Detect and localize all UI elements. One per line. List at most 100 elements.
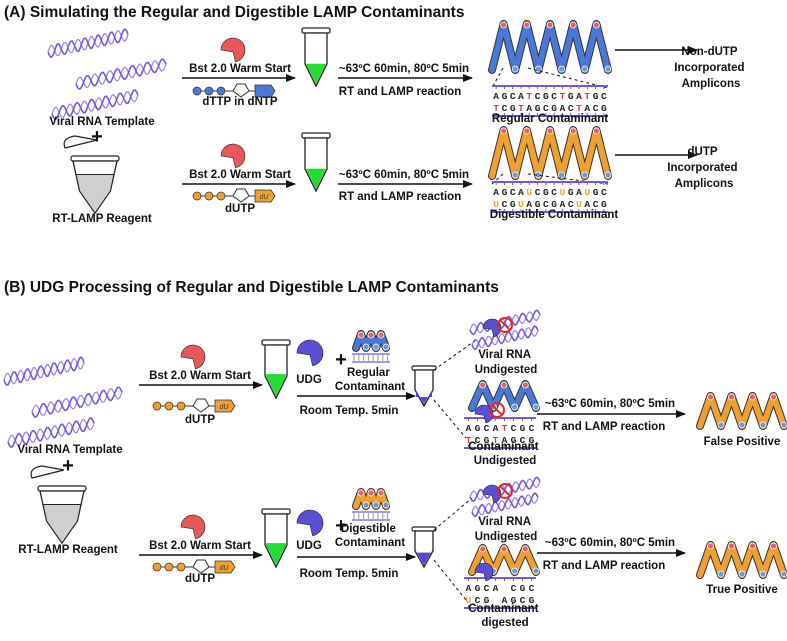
loop-end <box>759 421 767 429</box>
sugar-pentagon <box>232 188 250 203</box>
b-enzyme-label-1: Bst 2.0 Warm Start <box>149 370 251 382</box>
loop-end <box>521 381 529 389</box>
inhibit-icon <box>497 483 513 499</box>
rna-strand <box>3 358 85 385</box>
loop-end <box>362 501 370 509</box>
phosphate-bead <box>152 562 162 572</box>
base-letter: T <box>493 435 499 446</box>
base-letter: G <box>520 423 526 434</box>
loop-end <box>362 343 370 351</box>
tube-cap <box>30 465 65 479</box>
dutp-nucleotide-chain-icon: dU <box>152 398 236 413</box>
tube-liquid <box>266 374 286 396</box>
rt-lamp-reagent-tube-icon <box>63 135 120 215</box>
loop-end <box>382 343 390 351</box>
viral-rna-undigested-icon <box>469 476 541 518</box>
loop-end <box>500 21 508 29</box>
inhibit-slash <box>491 404 503 416</box>
tube-rim <box>301 132 331 139</box>
loop-end <box>593 127 600 135</box>
rna-strand <box>469 478 541 501</box>
base-letter: G <box>593 91 599 102</box>
a-dutp-label: dUTP <box>225 203 255 215</box>
base-letter: C <box>484 583 490 594</box>
tube-rim <box>37 485 87 492</box>
green-tube-icon <box>301 132 331 193</box>
b-regular-contaminant-label: Regular Contaminant <box>335 367 405 393</box>
b-incubation-2: Room Temp. 5min <box>300 568 399 580</box>
tube-body <box>414 530 434 569</box>
b-reaction-2: RT and LAMP reaction <box>543 560 665 572</box>
loop-end <box>749 542 756 550</box>
base-letter: U <box>493 199 499 210</box>
loop-end <box>511 171 519 179</box>
loop-end <box>749 393 756 401</box>
base-letter: G <box>511 435 517 446</box>
b-udg-label-2: UDG <box>296 540 322 552</box>
base-letter: A <box>502 435 508 446</box>
zoom-line <box>527 67 609 89</box>
loop-end <box>511 567 519 575</box>
base-letter: U <box>518 199 524 210</box>
base-letter: C <box>475 595 481 606</box>
base-letter: G <box>551 199 557 210</box>
loop-end <box>707 542 714 550</box>
regular-contaminant-icon <box>352 330 390 363</box>
base-letter: T <box>466 435 472 446</box>
b-incubation-1: Room Temp. 5min <box>300 405 399 417</box>
loop-end <box>511 403 519 411</box>
b-reagent-label: RT-LAMP Reagent <box>18 544 118 556</box>
b-udg-label-1: UDG <box>296 374 322 386</box>
sugar-pentagon <box>192 398 210 413</box>
base-letter: G <box>568 187 574 198</box>
rna-strand <box>31 388 123 417</box>
sugar-pentagon <box>232 83 250 98</box>
loop-end <box>372 501 380 509</box>
base-letter: U <box>576 199 582 210</box>
du-tag-label: dU <box>220 565 230 572</box>
phosphate-bead <box>204 191 214 201</box>
base-letter: G <box>475 583 481 594</box>
tube-liquid <box>75 174 115 214</box>
digestible-contaminant-icon <box>352 488 390 521</box>
base-letter: C <box>520 435 526 446</box>
inhibit-slash <box>499 319 511 331</box>
b-zoom-line-1 <box>433 339 477 371</box>
loop-end <box>521 545 529 553</box>
base-letter: G <box>601 103 607 114</box>
enzyme-shape <box>180 344 206 370</box>
panel-a: Viral RNA Template + RT-LAMP Reagent Bst… <box>47 20 745 225</box>
base-letter: T <box>576 103 582 114</box>
udg-enzyme-icon <box>296 339 324 367</box>
bst-enzyme-icon <box>180 344 206 370</box>
b-digestible-contaminant-label: Digestible Contaminant <box>335 523 405 549</box>
loop-end <box>581 171 589 179</box>
base-letter: G <box>510 199 516 210</box>
base-letter: C <box>543 103 549 114</box>
b-dutp-label-1: dUTP <box>185 414 215 426</box>
base-letter: A <box>493 187 499 198</box>
base-letter: A <box>466 423 472 434</box>
base-letter: A <box>576 91 582 102</box>
tube-liquid <box>416 551 432 565</box>
base-letter: C <box>535 91 541 102</box>
base-tag <box>214 560 236 574</box>
phosphate-bead <box>192 191 202 201</box>
b-contaminant-digested: Contaminant digested <box>468 603 541 629</box>
b-zoom-line-2 <box>433 399 467 439</box>
base-letter: G <box>593 187 599 198</box>
true-positive-label: True Positive <box>706 584 778 596</box>
base-letter: C <box>475 435 481 446</box>
base-tag <box>214 399 236 413</box>
base-letter: G <box>484 595 490 606</box>
base-letter: C <box>502 103 508 114</box>
false-positive-label: False Positive <box>704 436 781 448</box>
base-letter: C <box>511 423 517 434</box>
rna-strand <box>471 327 539 349</box>
tube-liquid <box>306 63 326 84</box>
base-letter: T <box>518 103 524 114</box>
enzyme-shape <box>220 143 246 169</box>
base-letter: G <box>484 435 490 446</box>
loop-end <box>500 127 508 135</box>
